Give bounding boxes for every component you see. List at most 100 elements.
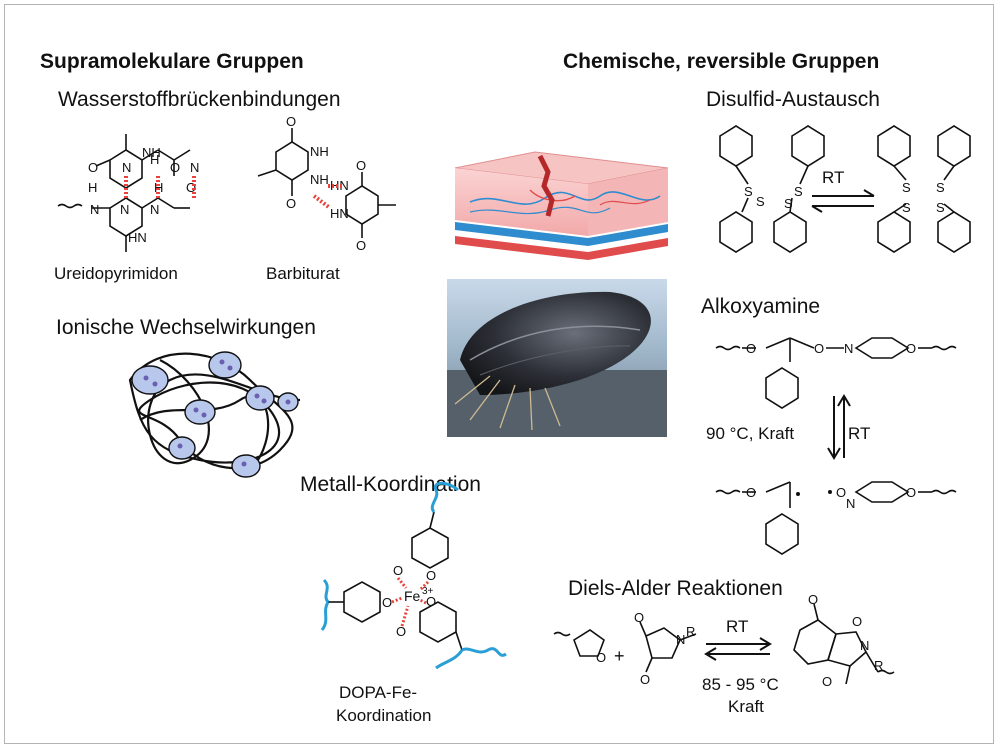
- svg-text:NH: NH: [310, 172, 329, 187]
- svg-text:N: N: [190, 160, 199, 175]
- disulfid-title: Disulfid-Austausch: [706, 88, 880, 111]
- barbiturate-hbonds: [312, 184, 344, 210]
- svg-text:HN: HN: [330, 178, 349, 193]
- svg-text:O: O: [356, 158, 366, 173]
- svg-text:S: S: [936, 200, 945, 215]
- svg-text:O: O: [852, 614, 862, 629]
- svg-text:O: O: [426, 594, 436, 609]
- ionic-title: Ionische Wechselwirkungen: [56, 316, 316, 339]
- alkoxyamine-top: [715, 337, 957, 409]
- barbiturate-atoms: O NH NH O HN HN O O: [286, 114, 366, 253]
- skin-layer-illustration: [454, 151, 669, 260]
- svg-text:R: R: [874, 658, 883, 673]
- dopa-fe-atoms: O O O O O Fe 3+: [382, 563, 436, 639]
- diels-forward-condition: RT: [726, 617, 749, 636]
- svg-text:S: S: [902, 180, 911, 195]
- svg-text:NH: NH: [310, 144, 329, 159]
- svg-text:S: S: [784, 196, 793, 211]
- svg-text:N: N: [676, 632, 685, 647]
- svg-text:O: O: [286, 114, 296, 129]
- svg-text:O: O: [746, 485, 756, 500]
- radical-dot: [796, 492, 800, 496]
- radical-dot-2: [828, 490, 832, 494]
- svg-text:O: O: [426, 568, 436, 583]
- svg-text:N: N: [122, 160, 131, 175]
- svg-text:N: N: [846, 496, 855, 511]
- svg-text:O: O: [393, 563, 403, 578]
- disulfide-right-atoms: S S S S: [902, 180, 945, 215]
- barbiturat-label: Barbiturat: [266, 264, 340, 283]
- diels-alder-atoms: O + O N R O O O N R O: [596, 592, 883, 689]
- svg-text:N: N: [844, 341, 853, 356]
- svg-text:H: H: [154, 180, 163, 195]
- dopa-label-line1: DOPA-Fe-: [339, 683, 418, 702]
- dopa-fe-complex: [328, 511, 463, 651]
- ureido-label: Ureidopyrimidon: [54, 264, 178, 283]
- svg-text:S: S: [936, 180, 945, 195]
- hbond-title: Wasserstoffbrückenbindungen: [58, 88, 341, 111]
- dopa-label-line2: Koordination: [336, 706, 432, 725]
- diels-alder-arrows: [704, 637, 772, 661]
- ionic-network: [128, 351, 301, 478]
- svg-text:NH: NH: [142, 145, 161, 160]
- svg-text:O: O: [186, 180, 196, 195]
- disulfid-condition: RT: [822, 168, 845, 187]
- diels-alder-furan: [553, 629, 605, 657]
- svg-text:O: O: [396, 624, 406, 639]
- svg-text:S: S: [744, 184, 753, 199]
- svg-text:N: N: [860, 638, 869, 653]
- svg-text:HN: HN: [330, 206, 349, 221]
- svg-text:O: O: [808, 592, 818, 607]
- alkoxy-back-condition: RT: [848, 424, 871, 443]
- diels-title: Diels-Alder Reaktionen: [568, 577, 783, 600]
- svg-text:S: S: [902, 200, 911, 215]
- svg-text:O: O: [356, 238, 366, 253]
- alkoxy-forward-condition: 90 °C, Kraft: [706, 424, 795, 443]
- svg-text:S: S: [794, 184, 803, 199]
- svg-text:N: N: [90, 202, 99, 217]
- diels-alder-adduct: [793, 603, 895, 685]
- svg-text:O: O: [640, 672, 650, 687]
- svg-text:N: N: [120, 202, 129, 217]
- svg-text:+: +: [614, 646, 625, 666]
- svg-text:O: O: [170, 160, 180, 175]
- ureidopyrimidone-atoms: NH O N H O N H H O N N N HN: [88, 145, 199, 245]
- ureidopyrimidone-dimer: [57, 134, 191, 252]
- dopa-polymer-chains: [320, 481, 507, 670]
- disulfide-left-atoms: S S S S: [744, 184, 803, 211]
- diels-back-condition-2: Kraft: [728, 697, 764, 716]
- disulfide-equilibrium-arrows: [811, 189, 875, 213]
- svg-text:O: O: [836, 485, 846, 500]
- dopa-coordination-bonds: [391, 577, 430, 627]
- svg-text:O: O: [814, 341, 824, 356]
- alkoxyamine-arrows: [827, 394, 851, 460]
- barbiturate-pair: [257, 128, 396, 238]
- disulfide-left: [719, 125, 825, 253]
- disulfide-right: [877, 125, 971, 253]
- diels-back-condition-1: 85 - 95 °C: [702, 675, 779, 694]
- svg-text:O: O: [822, 674, 832, 689]
- svg-text:Fe: Fe: [404, 588, 421, 604]
- alkoxyamine-top-atoms: O O N O: [746, 341, 916, 356]
- alkoxyamine-bottom: [715, 481, 957, 555]
- svg-text:N: N: [150, 202, 159, 217]
- alkoxyamine-bottom-atoms: O O N O: [746, 485, 916, 511]
- svg-text:O: O: [286, 196, 296, 211]
- svg-text:O: O: [596, 650, 606, 665]
- right-heading: Chemische, reversible Gruppen: [563, 50, 880, 73]
- alkoxy-title: Alkoxyamine: [701, 295, 821, 318]
- mussel-photo: [447, 279, 667, 437]
- svg-text:O: O: [906, 341, 916, 356]
- diels-alder-maleimide: [639, 621, 697, 673]
- svg-text:O: O: [746, 341, 756, 356]
- svg-text:H: H: [88, 180, 97, 195]
- left-heading: Supramolekulare Gruppen: [40, 50, 304, 73]
- svg-text:R: R: [686, 624, 695, 639]
- svg-text:S: S: [756, 194, 765, 209]
- svg-text:O: O: [382, 595, 392, 610]
- svg-text:O: O: [88, 160, 98, 175]
- svg-text:H: H: [150, 152, 159, 167]
- svg-text:O: O: [906, 485, 916, 500]
- svg-text:O: O: [634, 610, 644, 625]
